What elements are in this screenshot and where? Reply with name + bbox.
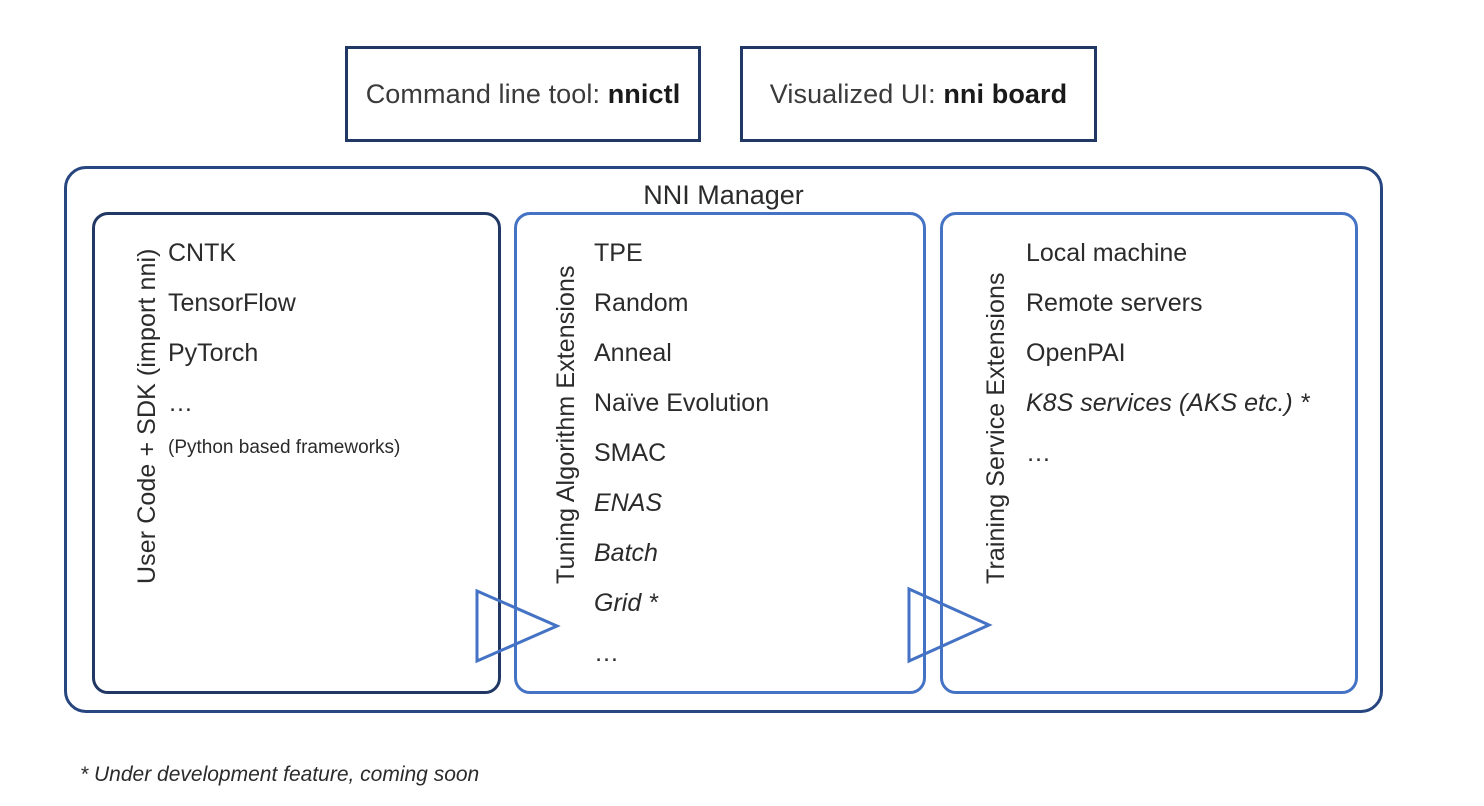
tuning-algorithm-extensions-box — [514, 212, 926, 694]
list-item: Anneal — [594, 339, 672, 367]
list-item: PyTorch — [168, 339, 259, 367]
command-line-tool-label: Command line tool: nnictl — [366, 79, 681, 110]
flow-arrow-right-icon — [475, 588, 561, 664]
list-item: TensorFlow — [168, 289, 296, 317]
user-code-sdk-side-label: User Code + SDK (import nni) — [133, 248, 161, 584]
training-service-extensions-side-label: Training Service Extensions — [982, 272, 1010, 584]
visualized-ui-value: nni board — [943, 78, 1068, 109]
tuning-algorithm-item-list: TPE Random Anneal Naïve Evolution SMAC E… — [594, 228, 769, 678]
list-item: Local machine — [1026, 239, 1188, 267]
list-item: TPE — [594, 239, 643, 267]
training-service-item-list: Local machine Remote servers OpenPAI K8S… — [1026, 228, 1309, 478]
list-item: Grid * — [594, 589, 658, 617]
tuning-algorithm-extensions-side-label: Tuning Algorithm Extensions — [552, 265, 580, 584]
list-item: SMAC — [594, 439, 667, 467]
list-item: K8S services (AKS etc.) * — [1026, 389, 1310, 417]
list-item-ellipsis: … — [168, 389, 195, 417]
list-item-note: (Python based frameworks) — [168, 437, 401, 458]
list-item: CNTK — [168, 239, 237, 267]
nni-manager-title: NNI Manager — [643, 180, 804, 210]
list-item: Remote servers — [1026, 289, 1203, 317]
training-service-extensions-box — [940, 212, 1358, 694]
list-item: ENAS — [594, 489, 663, 517]
list-item-ellipsis: … — [1026, 439, 1053, 467]
user-code-sdk-item-list: CNTK TensorFlow PyTorch … (Python based … — [168, 228, 400, 468]
list-item-ellipsis: … — [594, 639, 621, 667]
visualized-ui-label: Visualized UI: nni board — [770, 79, 1067, 110]
list-item: Random — [594, 289, 689, 317]
list-item: OpenPAI — [1026, 339, 1126, 367]
visualized-ui-prefix: Visualized UI: — [769, 78, 944, 109]
footnote-under-development: * Under development feature, coming soon — [80, 763, 480, 786]
list-item: Naïve Evolution — [594, 389, 770, 417]
command-line-tool-box[interactable]: Command line tool: nnictl — [345, 46, 701, 142]
user-code-sdk-box — [92, 212, 501, 694]
flow-arrow-right-icon — [907, 586, 993, 664]
command-line-tool-value: nnictl — [607, 78, 681, 109]
visualized-ui-box[interactable]: Visualized UI: nni board — [740, 46, 1097, 142]
command-line-tool-prefix: Command line tool: — [365, 78, 608, 109]
list-item: Batch — [594, 539, 658, 567]
